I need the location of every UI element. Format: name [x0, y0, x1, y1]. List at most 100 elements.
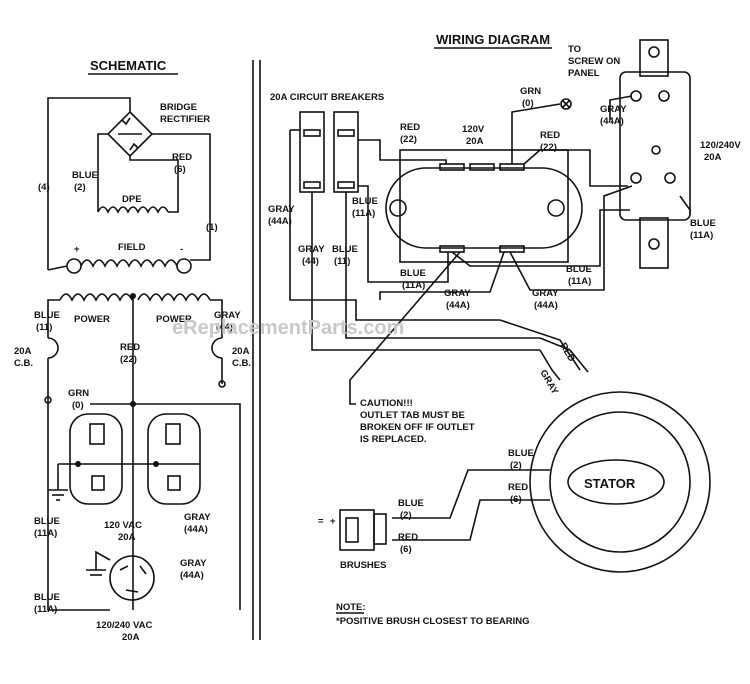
- svg-text:BLUE: BLUE: [400, 268, 426, 279]
- svg-text:IS REPLACED.: IS REPLACED.: [360, 434, 427, 445]
- breaker-right: [211, 337, 223, 359]
- svg-text:(44A): (44A): [184, 524, 208, 535]
- svg-text:C.B.: C.B.: [232, 358, 251, 369]
- outlet-120v-left: [69, 413, 123, 505]
- schematic-title: SCHEMATIC: [90, 58, 167, 73]
- svg-text:BRIDGE: BRIDGE: [160, 102, 197, 113]
- svg-text:BLUE: BLUE: [72, 170, 98, 181]
- schematic-section: SCHEMATIC BRIDGE RECTIFIER (4) (1) BLUE …: [14, 58, 251, 643]
- svg-text:(1): (1): [206, 222, 218, 233]
- svg-text:(11A): (11A): [352, 208, 375, 219]
- svg-text:-: -: [180, 244, 183, 255]
- svg-text:(44A): (44A): [268, 216, 292, 227]
- svg-text:120 VAC: 120 VAC: [104, 520, 142, 531]
- svg-text:GRAY: GRAY: [184, 512, 211, 523]
- svg-text:CAUTION!!!: CAUTION!!!: [360, 398, 413, 409]
- svg-text:SCREW ON: SCREW ON: [568, 56, 620, 67]
- svg-text:(22): (22): [540, 142, 557, 153]
- svg-text:GRAY: GRAY: [532, 288, 559, 299]
- svg-text:(2): (2): [510, 460, 522, 471]
- wiring-title: WIRING DIAGRAM: [436, 32, 550, 47]
- svg-text:20A: 20A: [232, 346, 250, 357]
- svg-text:BLUE: BLUE: [352, 196, 378, 207]
- breaker-1: [299, 111, 325, 193]
- svg-text:RED: RED: [400, 122, 420, 133]
- brush-holder: [339, 509, 375, 551]
- svg-text:OUTLET TAB MUST BE: OUTLET TAB MUST BE: [360, 410, 465, 421]
- svg-text:BLUE: BLUE: [332, 244, 358, 255]
- outlet-120v-right: [147, 413, 201, 505]
- svg-text:GRAY: GRAY: [268, 204, 295, 215]
- svg-text:GRAY: GRAY: [444, 288, 471, 299]
- svg-text:20A: 20A: [122, 632, 140, 643]
- field-brush-left: [66, 258, 82, 274]
- svg-text:120/240 VAC: 120/240 VAC: [96, 620, 152, 631]
- svg-text:(11A): (11A): [568, 276, 591, 287]
- svg-text:RED: RED: [120, 342, 140, 353]
- svg-text:(11A): (11A): [34, 604, 57, 615]
- outlet-240v: [109, 555, 155, 601]
- svg-text:(44A): (44A): [446, 300, 470, 311]
- breaker-2: [333, 111, 359, 193]
- watermark: eReplacementParts.com: [172, 317, 404, 339]
- svg-text:(44A): (44A): [534, 300, 558, 311]
- svg-text:(0): (0): [72, 400, 84, 411]
- svg-text:RED: RED: [508, 482, 528, 493]
- svg-text:(2): (2): [74, 182, 86, 193]
- svg-text:(44A): (44A): [180, 570, 204, 581]
- svg-text:(4): (4): [38, 182, 50, 193]
- stator-label: STATOR: [584, 476, 636, 491]
- svg-text:POWER: POWER: [156, 314, 192, 325]
- svg-text:20A CIRCUIT BREAKERS: 20A CIRCUIT BREAKERS: [270, 92, 384, 103]
- power-coil-right: [137, 293, 211, 302]
- svg-text:120V: 120V: [462, 124, 485, 135]
- svg-text:BRUSHES: BRUSHES: [340, 560, 386, 571]
- svg-text:(11A): (11A): [402, 280, 425, 291]
- svg-text:(0): (0): [522, 98, 534, 109]
- panel-screw: [560, 98, 572, 110]
- wiring-section: WIRING DIAGRAM TO SCREW ON PANEL 20A CIR…: [268, 32, 741, 627]
- outlet-120v: [385, 167, 583, 249]
- svg-text:POWER: POWER: [74, 314, 110, 325]
- svg-text:(44A): (44A): [600, 116, 624, 127]
- svg-text:20A: 20A: [118, 532, 136, 543]
- power-coil-left: [59, 293, 133, 302]
- svg-text:120/240V: 120/240V: [700, 140, 741, 151]
- svg-text:NOTE:: NOTE:: [336, 602, 366, 613]
- svg-text:(44): (44): [216, 322, 233, 333]
- outlet-240v: [619, 71, 691, 221]
- svg-text:(2): (2): [400, 510, 412, 521]
- svg-text:*POSITIVE BRUSH CLOSEST TO BEA: *POSITIVE BRUSH CLOSEST TO BEARING: [336, 616, 530, 627]
- svg-text:GRAY: GRAY: [600, 104, 627, 115]
- svg-text:(6): (6): [400, 544, 412, 555]
- svg-text:GRAY: GRAY: [537, 368, 560, 397]
- svg-text:RED: RED: [172, 152, 192, 163]
- svg-text:BLUE: BLUE: [34, 592, 60, 603]
- dpe-coil: [97, 206, 169, 214]
- svg-text:+: +: [74, 244, 80, 255]
- svg-text:RED: RED: [540, 130, 560, 141]
- bridge-rectifier: [106, 110, 154, 158]
- svg-text:(11): (11): [36, 322, 52, 333]
- svg-text:BLUE: BLUE: [34, 516, 60, 527]
- svg-text:FIELD: FIELD: [118, 242, 146, 253]
- breaker-left: [47, 337, 59, 359]
- svg-text:GRN: GRN: [68, 388, 89, 399]
- svg-text:C.B.: C.B.: [14, 358, 33, 369]
- stator-outer: [529, 391, 711, 573]
- svg-text:GRN: GRN: [520, 86, 541, 97]
- field-brush-right: [176, 258, 192, 274]
- svg-text:20A: 20A: [14, 346, 32, 357]
- svg-text:(22): (22): [120, 354, 137, 365]
- svg-text:GRAY: GRAY: [214, 310, 241, 321]
- svg-text:BLUE: BLUE: [690, 218, 716, 229]
- svg-text:BLUE: BLUE: [34, 310, 60, 321]
- svg-text:20A: 20A: [704, 152, 722, 163]
- stator-core: [567, 459, 665, 505]
- svg-text:(22): (22): [400, 134, 417, 145]
- svg-text:BLUE: BLUE: [566, 264, 592, 275]
- svg-text:RED: RED: [398, 532, 418, 543]
- svg-text:DPE: DPE: [122, 194, 142, 205]
